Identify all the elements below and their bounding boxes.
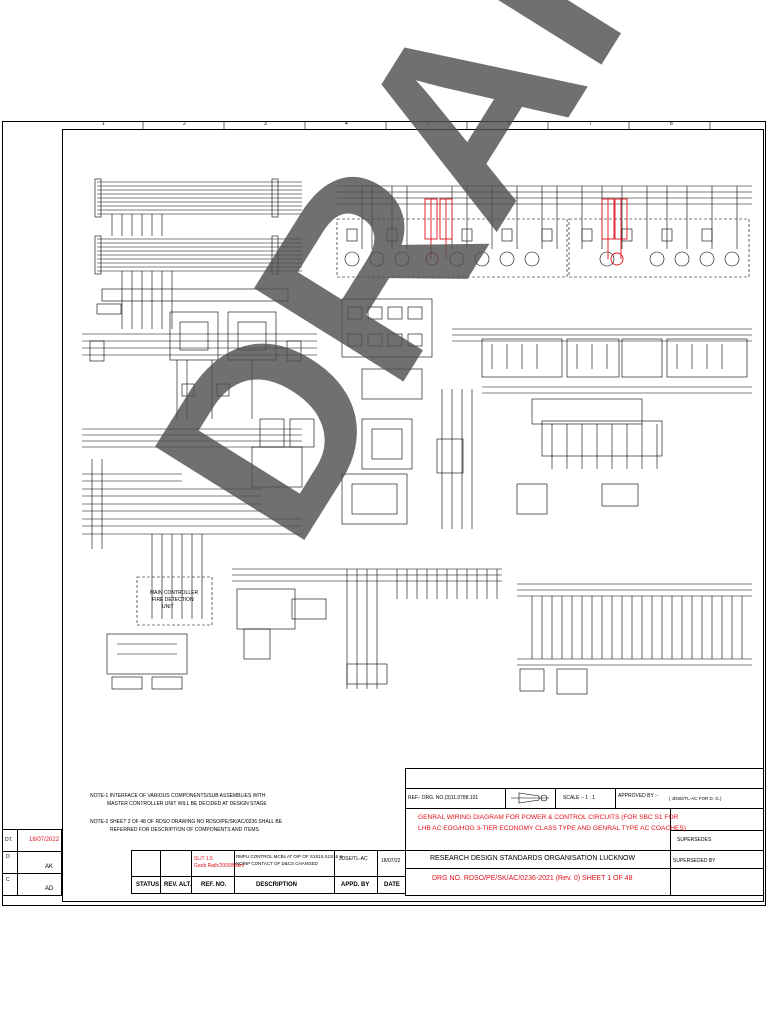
rev-description-line1: RMPU CONTROL MCBs AT O/P OF S1S15,S1S16 … — [236, 854, 343, 859]
superseded-by-label: SUPERSEDED BY — [673, 858, 716, 864]
rev-table-vline — [160, 850, 161, 894]
rev-drawn-label: D — [6, 854, 10, 860]
title-block-border — [405, 768, 764, 896]
rmpu-section — [336, 185, 752, 278]
column-marker: 5 — [426, 121, 429, 127]
header-date: DATE — [384, 882, 400, 888]
control-circuit-section — [341, 298, 752, 529]
controller-label-line3: UNIT — [162, 604, 174, 610]
rev-description-line2: NO/NP CONTACT OF D&CS CHANGED — [236, 861, 318, 866]
bottom-right-distribution — [517, 583, 752, 695]
ref-drawing-number: REF.- DRG. NO.(3)11.0788.101 — [408, 795, 479, 801]
column-marker: 8 — [670, 121, 673, 127]
revision-table: SL/T 1.5 Garib Rath/2009/Mainl RMPU CONT… — [131, 850, 406, 894]
note-2-line1: NOTE-2 SHEET 2 OF 48 OF RDSO DRAWING NO … — [90, 819, 283, 825]
column-marker: 7 — [589, 121, 592, 127]
controller-label-line2: FIRE DETECTION — [152, 597, 194, 603]
main-controller-box — [106, 568, 502, 690]
rev-checked-label: C — [6, 877, 10, 883]
rev-checked-cell — [2, 873, 62, 896]
title-block-hline — [405, 868, 764, 869]
wiring-schematic — [82, 178, 752, 695]
left-relay-block — [82, 311, 317, 619]
rev-table-hline — [131, 876, 406, 877]
outer-frame — [2, 121, 766, 906]
column-marker: 3 — [264, 121, 267, 127]
rev-date: 18/07/22 — [381, 858, 401, 864]
column-marker: 1 — [102, 121, 105, 127]
approved-by-label: APPROVED BY :- — [618, 793, 659, 799]
column-ruler: 1 2 3 4 5 6 7 8 — [62, 121, 764, 129]
column-marker: 6 — [508, 121, 511, 127]
header-ref-no: REF. NO. — [201, 882, 227, 888]
header-rev-alt: REV. ALT. — [164, 882, 192, 888]
rev-ref-no-line1: SL/T 1.5 — [194, 856, 213, 862]
scale-label: SCALE :- 1 : 1 — [563, 795, 595, 801]
controller-label-line1: MAIN CONTROLLER — [150, 590, 199, 596]
column-marker: 4 — [345, 121, 348, 127]
header-description: DESCRIPTION — [256, 882, 298, 888]
drawing-number: DRG NO. RDSO/PE/SK/AC/0236-2021 (Rev. 0)… — [432, 875, 633, 882]
rev-table-vline — [377, 850, 378, 894]
organisation-name: RESEARCH DESIGN STANDARDS ORGANISATION L… — [430, 855, 636, 862]
inner-frame — [62, 129, 764, 902]
column-marker: 2 — [183, 121, 186, 127]
title-block-hline — [670, 830, 764, 831]
title-block-vline — [505, 788, 506, 808]
rev-date-value: 18/07/2022 — [29, 837, 60, 843]
title-block-hline — [405, 808, 764, 809]
rev-table-vline — [191, 850, 192, 894]
note-1-line2: MASTER CONTROLLER UNIT WILL BE DECIDED A… — [107, 801, 267, 807]
rev-strip-divider — [17, 829, 18, 896]
title-block-vline — [670, 808, 671, 896]
note-1-line1: NOTE-1 INTERFACE OF VARIOUS COMPONENTS/S… — [90, 793, 266, 799]
title-block-hline — [405, 850, 764, 851]
column-ruler-ticks — [142, 121, 711, 129]
rev-table-vline — [334, 850, 335, 894]
header-status: STATUS — [136, 882, 160, 888]
title-block: REF.- DRG. NO.(3)11.0788.101 SCALE :- 1 … — [405, 768, 764, 896]
drawing-title-line1: GENRAL WIRING DIAGRAM FOR POWER & CONTRO… — [418, 814, 679, 821]
rev-drawn-cell — [2, 851, 62, 874]
left-revision-strip: DT. 18/07/2022 D AK C AD — [2, 829, 62, 896]
header-appd-by: APPD. BY — [341, 882, 370, 888]
title-block-hline — [405, 788, 764, 789]
title-block-vline — [555, 788, 556, 808]
top-left-bus-group — [94, 178, 302, 329]
note-2-line2: REFERRED FOR DESCRIPTION OF COMPONENTS A… — [110, 827, 259, 833]
rev-appd-by: JDSE/TL-AC — [339, 856, 368, 862]
rev-drawn-value: AK — [45, 864, 54, 870]
rev-ref-no-line2: Garib Rath/2009/Mainl — [194, 863, 245, 869]
supersedes-label: SUPERSEDES — [677, 837, 712, 843]
rev-date-label: DT. — [5, 837, 13, 843]
rev-table-vline — [234, 850, 235, 894]
title-block-vline — [615, 788, 616, 808]
drawing-title-line2: LHB AC EOG/HOG 3-TIER ECONOMY CLASS TYPE… — [418, 825, 686, 832]
rev-checked-value: AD — [45, 886, 54, 892]
highlighted-contacts — [424, 198, 628, 266]
approver-name: ( JDSE/TL-AC FOR D. G.) — [669, 796, 722, 801]
projection-symbol-icon — [511, 792, 549, 804]
